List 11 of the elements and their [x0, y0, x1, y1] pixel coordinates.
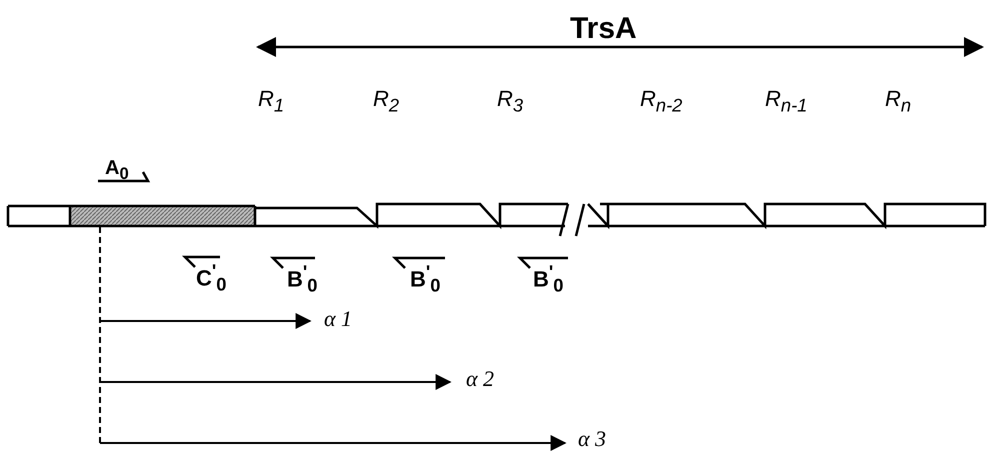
repeat-label: R$_{n-1}$: [765, 88, 808, 115]
promoter-label: A$_{0}$: [105, 158, 129, 183]
transcript-label: α 2: [466, 368, 494, 390]
repeat-label: R$_{n}$: [885, 88, 912, 115]
repeat-label: R$_{1}$: [258, 88, 284, 115]
transcript-label: α 1: [324, 308, 352, 330]
gene-name: TrsA: [570, 14, 637, 44]
repeat-label: R$_{3}$: [497, 88, 524, 115]
repeat-label: R$_{n-2}$: [640, 88, 682, 115]
repeat-label: R$_{2}$: [373, 88, 400, 115]
transcript-label: α 3: [578, 428, 606, 450]
